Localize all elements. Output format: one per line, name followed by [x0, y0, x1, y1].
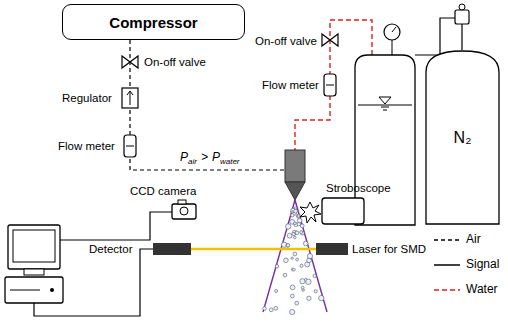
regulator-arrow — [127, 91, 133, 105]
legend-text: Signal — [466, 258, 499, 271]
camera-label: CCD camera — [130, 185, 196, 198]
valve-symbol — [322, 34, 338, 46]
stroboscope-label: Stroboscope — [326, 182, 391, 195]
monitor-stand — [24, 269, 44, 275]
camera-symbol — [172, 204, 196, 219]
compressor-box: Compressor — [62, 4, 245, 40]
air-line — [130, 40, 285, 170]
laser-symbol — [316, 243, 348, 255]
flowmeter-symbol — [324, 74, 336, 96]
flash-symbol — [300, 202, 321, 223]
pressure-symbol: P — [212, 150, 220, 164]
computer-case — [5, 277, 63, 303]
gauge-needle — [392, 27, 396, 32]
node-label: Compressor — [109, 14, 197, 31]
valve-symbol — [122, 56, 138, 68]
signal-line — [60, 212, 172, 240]
flowmeter-label: Flow meter — [58, 140, 115, 153]
pressure-symbol: P — [180, 150, 188, 164]
pressure-symbol: > — [201, 150, 208, 164]
laser-label: Laser for SMD — [352, 243, 426, 256]
detector-symbol — [153, 243, 191, 255]
cylinder-regulator — [455, 10, 469, 24]
detector-label: Detector — [89, 243, 132, 256]
water-level-mark — [381, 107, 389, 108]
water-level-mark — [379, 97, 391, 104]
flowmeter-label: Flow meter — [262, 79, 319, 92]
power-led — [50, 288, 54, 292]
stroboscope-symbol — [322, 198, 364, 224]
node-label: N₂ — [454, 129, 472, 147]
flowmeter-symbol — [124, 135, 136, 157]
legend-text: Air — [466, 233, 481, 246]
nitrogen-cylinder: N₂ — [425, 50, 500, 225]
camera-lens — [180, 207, 188, 215]
legend-sample — [434, 289, 460, 291]
pressure-symbol: air — [188, 157, 197, 166]
pressure-condition: Pair > Pwater — [180, 150, 240, 164]
flowmeter-float — [326, 85, 334, 86]
flowmeter-float — [126, 146, 134, 147]
legend-sample — [434, 239, 460, 241]
drive-slot — [10, 290, 40, 291]
water-level-mark — [383, 110, 387, 111]
cylinder-knob — [459, 4, 465, 10]
valve-label: On-off valve — [144, 56, 206, 69]
laser-beam — [191, 248, 316, 251]
screen — [13, 230, 55, 262]
legend-sample — [434, 264, 460, 266]
valve-label: On-off valve — [255, 35, 317, 48]
spray-edge — [263, 200, 295, 312]
regulator-symbol — [122, 88, 138, 108]
regulator-label: Regulator — [62, 92, 112, 105]
monitor — [8, 225, 60, 269]
legend-text: Water — [466, 283, 498, 296]
pressure-gauge — [384, 24, 400, 40]
camera-top — [178, 200, 186, 204]
signal-line — [34, 249, 153, 316]
nozzle — [285, 150, 305, 182]
gauge-pipe — [392, 40, 393, 55]
nozzle-tip — [285, 182, 305, 200]
droplets — [263, 207, 324, 315]
pressure-symbol: water — [220, 157, 240, 166]
